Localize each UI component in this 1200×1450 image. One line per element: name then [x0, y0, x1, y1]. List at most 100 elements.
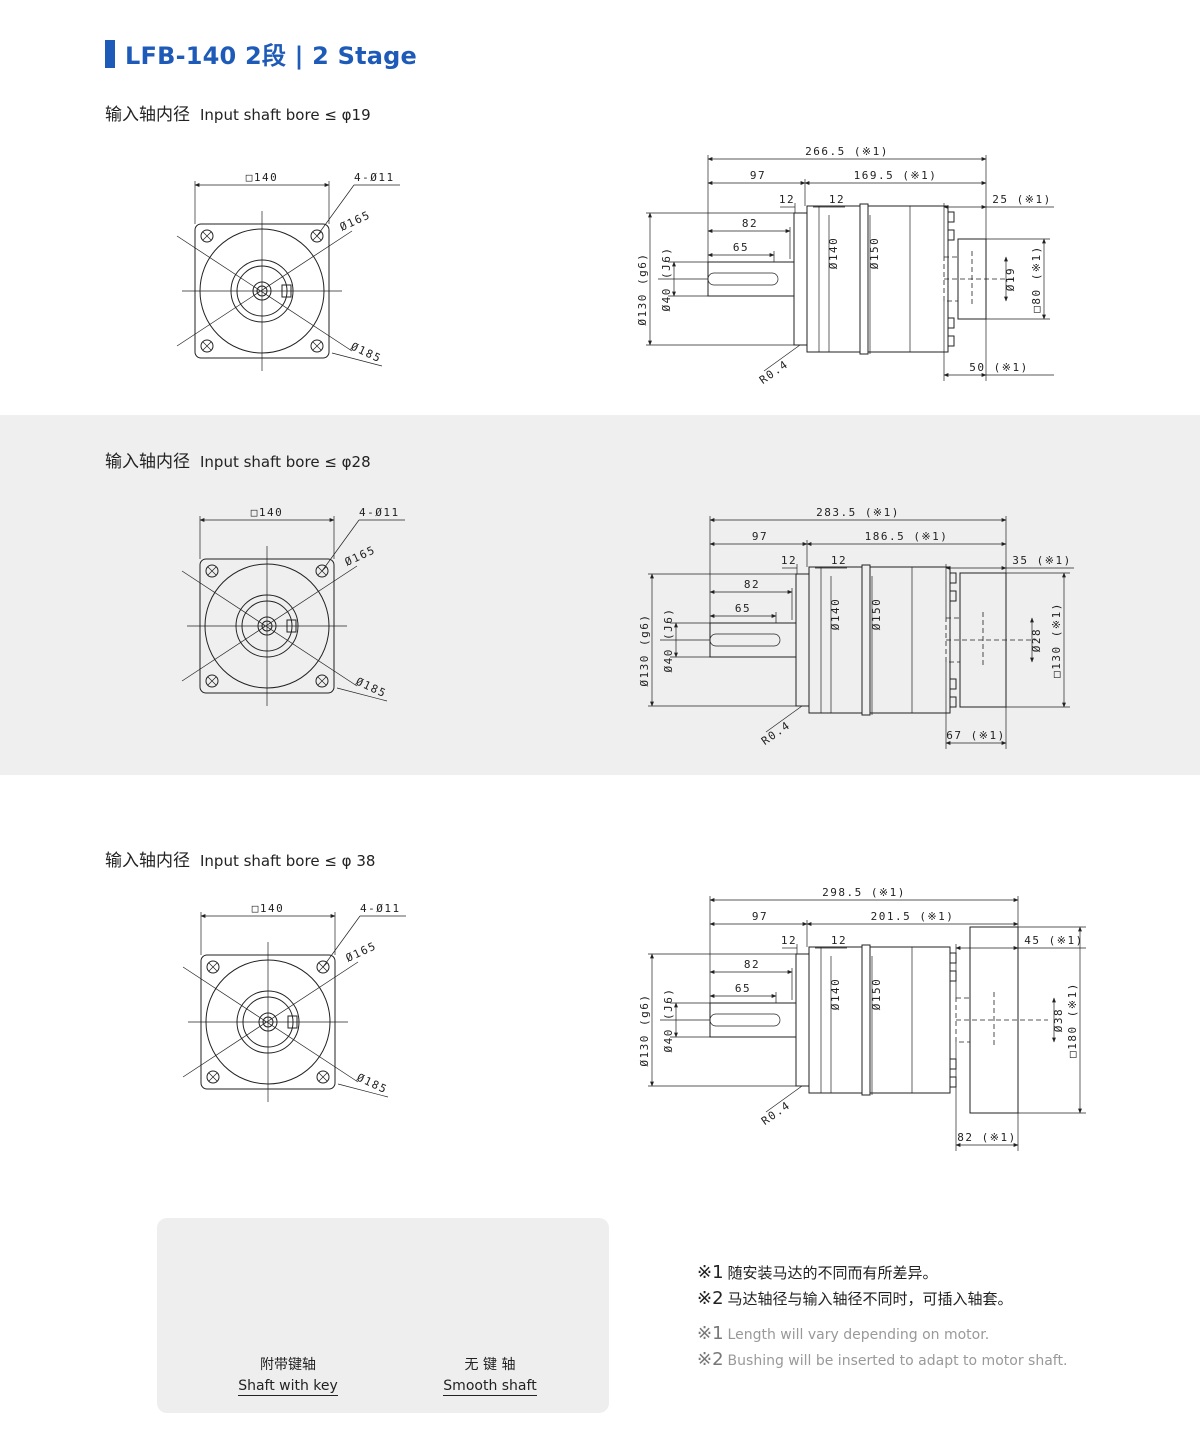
pcd-label: Ø165: [343, 543, 378, 569]
output-shaft-side: [709, 1002, 797, 1038]
page-title: LFB-140 2段 | 2 Stage: [125, 42, 418, 70]
d40-label: Ø40 (J6): [662, 608, 675, 673]
mounting-hole-3: [200, 339, 214, 353]
body-bolt-3: [949, 1058, 957, 1070]
title-accent-bar: [105, 39, 115, 68]
end-label: 25 (※1): [992, 193, 1051, 206]
mounting-hole-2: [316, 960, 330, 974]
output-shaft-side: [709, 622, 797, 658]
d82-label: 82: [742, 217, 758, 230]
hole-mark: [202, 341, 212, 351]
shaft-key: [709, 633, 781, 647]
body-bolt-1: [947, 211, 955, 223]
total-length-label: 298.5 (※1): [822, 886, 906, 899]
right-length-label: 186.5 (※1): [865, 530, 949, 543]
outer-leader: [337, 1083, 389, 1098]
d150-label: Ø150: [868, 237, 881, 270]
d12a-label: 12: [781, 934, 797, 947]
smooth-shaft-label-zh: 无 键 轴: [464, 1357, 516, 1373]
pcd-diagonal: [181, 565, 358, 682]
d130-label: Ø130 (g6): [638, 613, 651, 686]
hole-mark: [208, 1072, 218, 1082]
mounting-hole-2: [315, 564, 329, 578]
radius-label: R0.4: [757, 357, 791, 386]
flange-side: [808, 566, 863, 714]
body-bolt-4: [949, 696, 957, 708]
bore-label: Ø28: [1030, 628, 1043, 652]
smooth-shaft-label-en: Smooth shaft: [443, 1378, 537, 1396]
gear-body: [869, 566, 951, 714]
hole-mark: [317, 676, 327, 686]
d150-label: Ø150: [870, 598, 883, 631]
body-ring: [859, 203, 869, 355]
shaft-options-panel: [157, 1218, 609, 1413]
holes-label: 4-Ø11: [354, 171, 395, 184]
outer-leader: [336, 687, 388, 702]
adapter-square-label: □130 (※1): [1050, 602, 1063, 678]
d12b-label: 12: [829, 193, 845, 206]
flange-side: [806, 205, 861, 353]
outer-leader: [331, 352, 383, 367]
bore-label-en: Input shaft bore ≤ φ 38: [200, 852, 376, 870]
mounting-hole-1: [205, 564, 219, 578]
pilot-boss: [795, 953, 810, 1087]
hole-mark: [207, 566, 217, 576]
d82-label: 82: [744, 578, 760, 591]
body-bolt-3: [947, 317, 955, 329]
radius-leader: [765, 705, 803, 733]
right-length-label: 169.5 (※1): [854, 169, 938, 182]
total-length-label: 283.5 (※1): [816, 506, 900, 519]
pcd-label: Ø165: [344, 939, 379, 965]
mounting-hole-2: [310, 229, 324, 243]
keyed-shaft-caption: 附带键轴 Shaft with key: [218, 1354, 358, 1396]
bore-label-en: Input shaft bore ≤ φ19: [200, 106, 371, 124]
pilot-boss: [795, 573, 810, 707]
body-ring: [861, 564, 871, 716]
hole-mark: [202, 231, 212, 241]
output-shaft-side: [707, 261, 795, 297]
adapter-square-label: □80 (※1): [1030, 245, 1043, 313]
page-header: LFB-140 2段 | 2 Stage: [105, 36, 417, 71]
d12a-label: 12: [779, 193, 795, 206]
d65-label: 65: [733, 241, 749, 254]
body-bolt-1: [949, 952, 957, 964]
bore-label-en: Input shaft bore ≤ φ28: [200, 453, 371, 471]
d65-label: 65: [735, 982, 751, 995]
mounting-hole-3: [206, 1070, 220, 1084]
section-1-bore-label: 输入轴内径 Input shaft bore ≤ φ19: [105, 100, 371, 125]
bore-label: Ø19: [1004, 267, 1017, 291]
holes-label: 4-Ø11: [359, 506, 400, 519]
radius-leader: [765, 1085, 803, 1113]
bottom-label: 82 (※1): [957, 1131, 1016, 1144]
body-bolt-4: [947, 335, 955, 347]
keyed-shaft-label-zh: 附带键轴: [260, 1357, 316, 1373]
d40-label: Ø40 (J6): [660, 247, 673, 312]
radius-label: R0.4: [759, 1098, 793, 1127]
radius-leader: [763, 344, 801, 372]
end-label: 35 (※1): [1012, 554, 1071, 567]
holes-label: 4-Ø11: [360, 902, 401, 915]
d140-label: Ø140: [827, 237, 840, 270]
pcd-diagonal: [176, 230, 353, 347]
pcd-diagonal: [176, 235, 353, 352]
bore-label: Ø38: [1052, 1008, 1065, 1032]
bore-label-zh: 输入轴内径: [105, 105, 190, 125]
input-bore-hidden: [955, 997, 971, 1043]
mounting-hole-4: [315, 674, 329, 688]
right-length-label: 201.5 (※1): [871, 910, 955, 923]
pcd-diagonal: [181, 570, 358, 687]
adapter-square-label: □180 (※1): [1066, 982, 1079, 1058]
total-length-label: 266.5 (※1): [805, 145, 889, 158]
pcd-label: Ø165: [338, 208, 373, 234]
bottom-label: 50 (※1): [969, 361, 1028, 374]
